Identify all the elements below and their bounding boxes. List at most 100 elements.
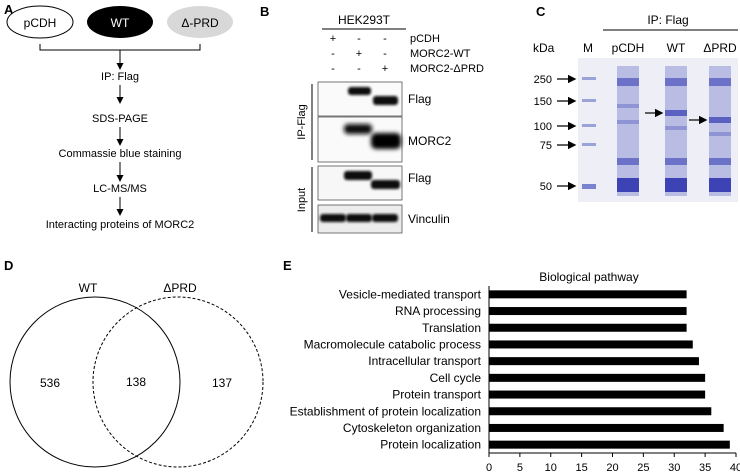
x-tick-label: 35 <box>699 462 711 474</box>
marker-band <box>582 124 596 127</box>
panel-a: A pCDH WT Δ-PRD IP: Flag SDS-PAGE Commas… <box>4 2 233 231</box>
step-sds-page: SDS-PAGE <box>92 113 148 125</box>
marker-band <box>582 99 596 102</box>
gel-band <box>665 126 687 130</box>
marker-label-100: 100 <box>534 121 552 133</box>
marker-label-50: 50 <box>540 181 552 193</box>
condition-mark: - <box>383 33 387 45</box>
condition-name-morc2-wt: MORC2-WT <box>410 48 471 60</box>
group-label-input: Input <box>296 188 308 212</box>
bar <box>489 440 730 449</box>
category-label: RNA processing <box>395 304 481 318</box>
marker-band <box>582 184 596 189</box>
condition-mark: - <box>357 63 361 75</box>
gel-band <box>617 120 639 124</box>
bar <box>489 390 706 399</box>
panel-b: B HEK293T + - - pCDH - + - MORC2-WT - - … <box>260 4 484 234</box>
gel-band <box>617 78 639 86</box>
category-label: Cell cycle <box>430 371 482 385</box>
x-tick-label: 10 <box>545 462 557 474</box>
step-ip-flag: IP: Flag <box>101 71 139 83</box>
condition-mark: + <box>382 63 388 75</box>
bar <box>489 407 712 416</box>
blot-band <box>344 124 372 134</box>
venn-circle-dprd <box>92 296 264 468</box>
lane-label-pcdh: pCDH <box>612 41 645 55</box>
x-tick-label: 15 <box>576 462 588 474</box>
marker-label-250: 250 <box>534 74 552 86</box>
x-tick-label: 25 <box>637 462 649 474</box>
group-label-ip-flag: IP-Flag <box>296 104 308 139</box>
step-coomassie-staining: Commassie blue staining <box>59 148 182 160</box>
group-pcdh-ellipse <box>6 5 74 39</box>
condition-mark: - <box>331 63 335 75</box>
x-tick-label: 30 <box>668 462 680 474</box>
cell-line-label: HEK293T <box>338 13 391 27</box>
category-label: Macromolecule catabolic process <box>304 337 481 351</box>
panel-c: C IP: Flag kDa M pCDH WT ΔPRD <box>533 4 738 202</box>
blot-label-flag: Flag <box>408 92 431 106</box>
group-wt-ellipse <box>87 6 153 38</box>
category-label: Protein transport <box>392 388 481 402</box>
count-overlap: 138 <box>126 375 146 389</box>
panel-e: E Biological pathway Vesicle-mediated tr… <box>283 258 740 474</box>
gel-band <box>709 158 731 165</box>
gel-band <box>617 178 639 192</box>
group-dprd-ellipse <box>167 6 233 38</box>
lane-label-m: M <box>583 41 593 55</box>
blot-band <box>372 214 398 222</box>
x-tick-label: 20 <box>606 462 618 474</box>
ip-label: IP: Flag <box>647 13 688 27</box>
condition-name-pcdh: pCDH <box>410 33 440 45</box>
group-dprd-label: Δ-PRD <box>181 16 219 30</box>
gel-band <box>617 104 639 108</box>
x-tick-label: 0 <box>486 462 492 474</box>
gel-band <box>709 178 731 192</box>
panel-c-letter: C <box>536 4 546 19</box>
gel-band <box>665 78 687 86</box>
blot-band <box>320 214 346 222</box>
chart-title: Biological pathway <box>539 270 638 284</box>
panel-e-letter: E <box>283 258 292 273</box>
gel-band <box>709 117 731 123</box>
blot-band <box>371 180 400 189</box>
lane-label-dprd: ΔPRD <box>703 41 737 55</box>
set-label-dprd: ΔPRD <box>163 281 197 295</box>
step-lc-ms: LC-MS/MS <box>93 183 147 195</box>
group-pcdh-label: pCDH <box>24 16 57 30</box>
gel-band <box>617 158 639 165</box>
marker-label-150: 150 <box>534 96 552 108</box>
gel-band <box>665 178 687 192</box>
blot-band <box>371 133 401 149</box>
gel-band <box>665 158 687 165</box>
marker-band <box>582 143 596 146</box>
panel-b-letter: B <box>260 4 269 19</box>
bar <box>489 323 687 332</box>
lane-dprd <box>709 66 731 196</box>
condition-mark: + <box>330 33 336 45</box>
panel-a-letter: A <box>4 2 14 17</box>
x-tick-label: 40 <box>730 462 740 474</box>
condition-mark: - <box>331 48 335 60</box>
lane-pcdh <box>617 66 639 196</box>
category-label: Establishment of protein localization <box>290 404 481 418</box>
blot-label-vinculin: Vinculin <box>408 212 450 226</box>
panel-d-letter: D <box>4 258 13 273</box>
gel-band <box>709 132 731 136</box>
marker-label-75: 75 <box>540 140 552 152</box>
group-wt-label: WT <box>111 16 130 30</box>
count-dprd-only: 137 <box>212 376 232 390</box>
blot-band <box>344 171 372 180</box>
bar <box>489 357 699 366</box>
lane-wt <box>665 66 687 196</box>
condition-mark: - <box>383 48 387 60</box>
lane-label-wt: WT <box>667 41 686 55</box>
gel-band <box>665 110 687 116</box>
bar <box>489 373 706 382</box>
category-label: Vesicle-mediated transport <box>339 287 482 301</box>
blot-band <box>346 214 372 222</box>
merge-bracket <box>39 44 201 51</box>
blot-band <box>373 96 398 105</box>
